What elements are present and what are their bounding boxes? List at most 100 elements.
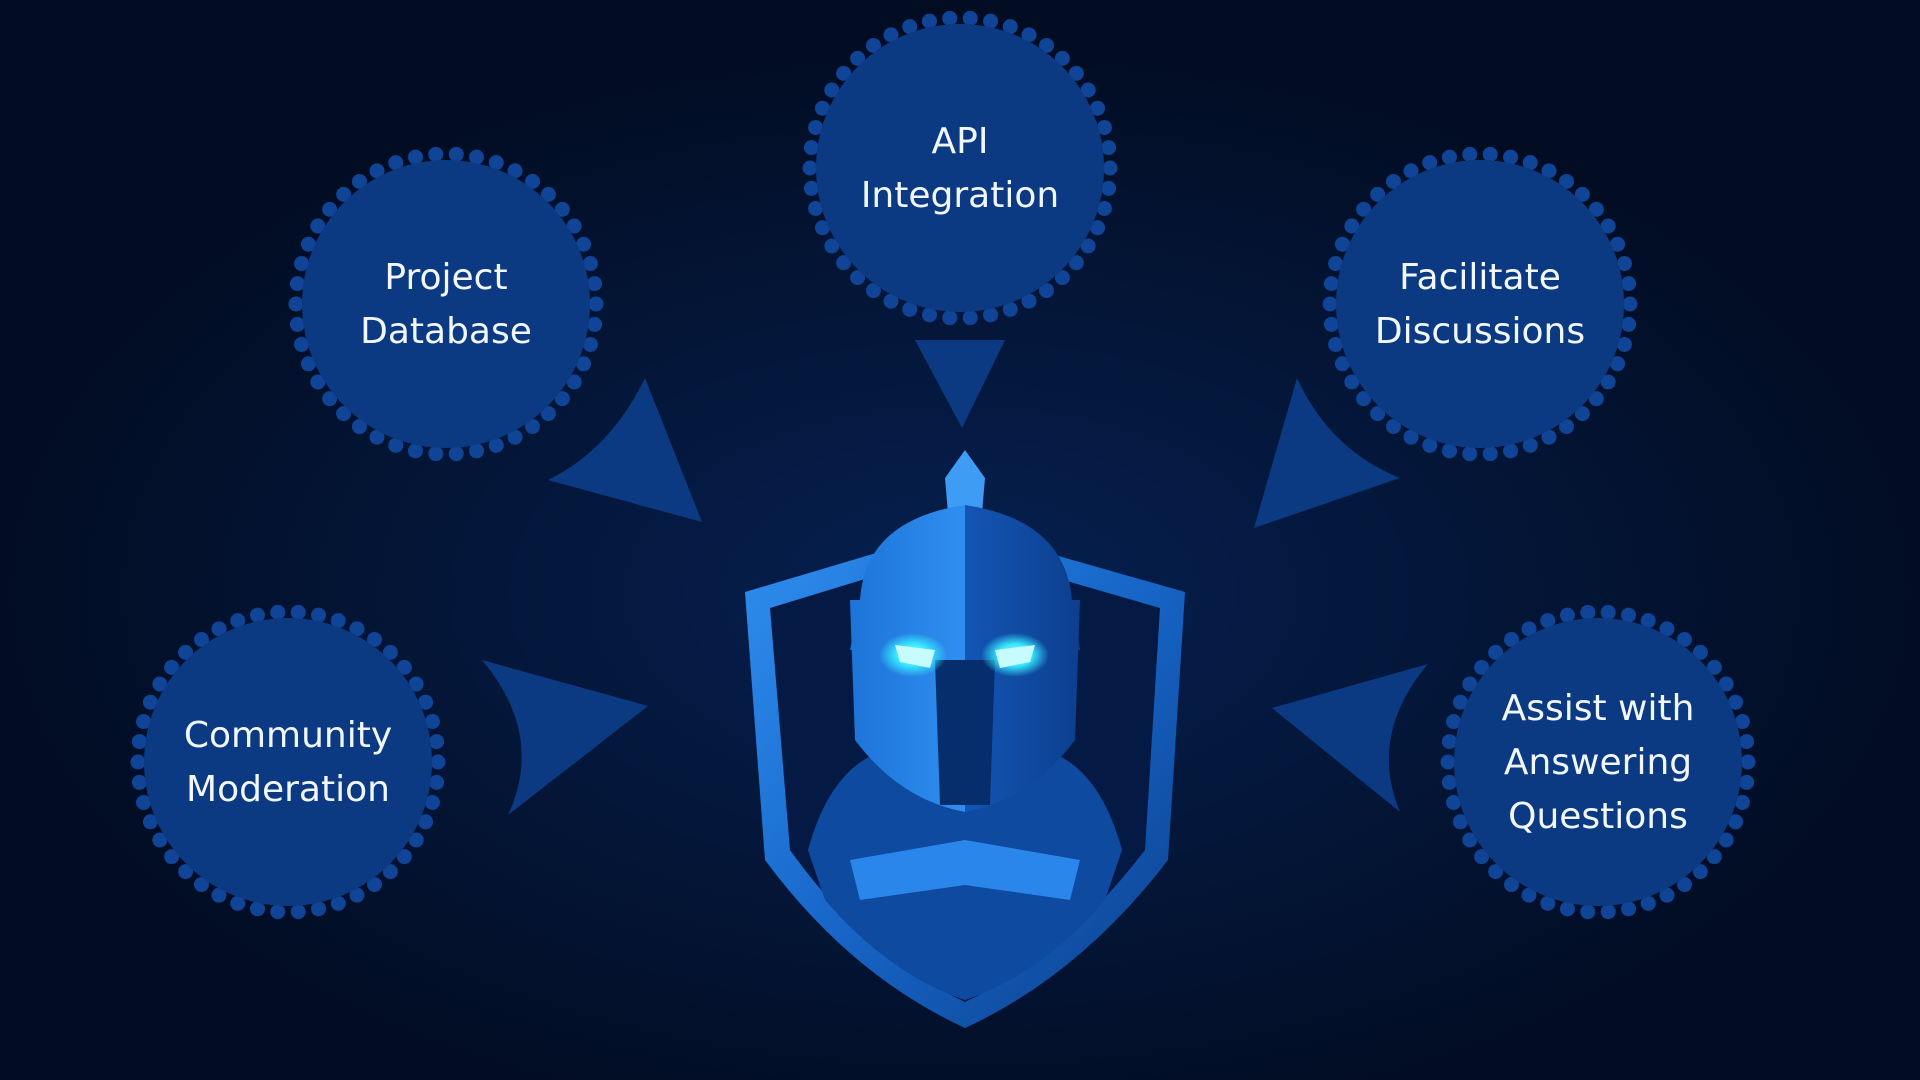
node-ring-dot bbox=[1503, 631, 1519, 647]
node-ring-dot bbox=[1385, 173, 1401, 189]
node-circle bbox=[144, 618, 432, 906]
node-ring-dot bbox=[1090, 100, 1106, 116]
node-ring-dot bbox=[588, 296, 604, 312]
node-label: Integration bbox=[861, 175, 1059, 216]
node-ring-dot bbox=[396, 849, 412, 865]
node-ring-dot bbox=[540, 406, 556, 422]
node-ring-dot bbox=[1462, 832, 1478, 848]
node-ring-dot bbox=[1474, 849, 1490, 865]
node-ring-dot bbox=[865, 283, 881, 299]
node-ring-dot bbox=[1322, 296, 1338, 312]
node-ring-dot bbox=[1734, 794, 1750, 810]
node-ring-dot bbox=[921, 13, 937, 29]
node-ring-dot bbox=[1739, 774, 1755, 790]
node-ring-dot bbox=[1677, 631, 1693, 647]
node-ring-dot bbox=[152, 832, 168, 848]
node-ring-dot bbox=[1580, 904, 1596, 920]
node-ring-dot bbox=[1403, 429, 1419, 445]
node-ring-dot bbox=[1734, 714, 1750, 730]
node-ring-dot bbox=[1440, 754, 1456, 770]
node-ring-dot bbox=[270, 604, 286, 620]
node-ring-dot bbox=[1482, 446, 1498, 462]
node-ring-dot bbox=[1728, 814, 1744, 830]
node-ring-dot bbox=[1462, 676, 1478, 692]
node-ring-dot bbox=[1588, 201, 1604, 217]
node-ring-dot bbox=[1739, 734, 1755, 750]
node-ring-dot bbox=[369, 163, 385, 179]
node-ring-dot bbox=[152, 676, 168, 692]
node-ring-dot bbox=[1370, 186, 1386, 202]
node-ring-dot bbox=[1621, 316, 1637, 332]
left-eye bbox=[895, 645, 935, 668]
node-ring-dot bbox=[300, 236, 316, 252]
node-ring-dot bbox=[1441, 149, 1457, 165]
node-ring-dot bbox=[407, 443, 423, 459]
node-ring-dot bbox=[289, 276, 305, 292]
node-ring-dot bbox=[1021, 293, 1037, 309]
node-label: Database bbox=[360, 311, 532, 352]
node-ring-dot bbox=[1610, 236, 1626, 252]
node-ring-dot bbox=[367, 631, 383, 647]
node-ring-dot bbox=[131, 774, 147, 790]
node-ring-dot bbox=[1540, 895, 1556, 911]
node-ring-dot bbox=[803, 140, 819, 156]
node-ring-dot bbox=[1659, 621, 1675, 637]
node-ring-dot bbox=[507, 163, 523, 179]
node-ring-dot bbox=[1054, 50, 1070, 66]
node-ring-dot bbox=[1559, 419, 1575, 435]
node-ring-dot bbox=[1370, 406, 1386, 422]
node-label: Community bbox=[184, 715, 392, 756]
node-ring-dot bbox=[336, 186, 352, 202]
node-ring-dot bbox=[349, 887, 365, 903]
node-ring-dot bbox=[808, 120, 824, 136]
node-ring-dot bbox=[865, 37, 881, 53]
node-ring-dot bbox=[1488, 644, 1504, 660]
node-ring-dot bbox=[369, 429, 385, 445]
node-ring-dot bbox=[1441, 774, 1457, 790]
node-ring-dot bbox=[322, 391, 338, 407]
node-ring-dot bbox=[1541, 163, 1557, 179]
node-ring-dot bbox=[290, 904, 306, 920]
node-ring-dot bbox=[428, 146, 444, 162]
node-ring-dot bbox=[566, 218, 582, 234]
node-ring-dot bbox=[983, 13, 999, 29]
node-ring-dot bbox=[1718, 832, 1734, 848]
node-ring-dot bbox=[962, 10, 978, 26]
node-ring-dot bbox=[1068, 65, 1084, 81]
node-ring-dot bbox=[1600, 604, 1616, 620]
node-ring-dot bbox=[407, 149, 423, 165]
node-ring-dot bbox=[1334, 356, 1350, 372]
node-ring-dot bbox=[1446, 794, 1462, 810]
node-ring-dot bbox=[336, 406, 352, 422]
node-ring-dot bbox=[554, 201, 570, 217]
node-ring-dot bbox=[382, 864, 398, 880]
node-ring-dot bbox=[1588, 391, 1604, 407]
node-ring-dot bbox=[311, 607, 327, 623]
node-ring-dot bbox=[1610, 356, 1626, 372]
node-ring-dot bbox=[836, 255, 852, 271]
node-ring-dot bbox=[290, 604, 306, 620]
node-ring-dot bbox=[814, 220, 830, 236]
node-ring-dot bbox=[836, 65, 852, 81]
node-ring-dot bbox=[193, 877, 209, 893]
node-ring-dot bbox=[824, 238, 840, 254]
node-ring-dot bbox=[587, 276, 603, 292]
node-ring-dot bbox=[131, 734, 147, 750]
knight-shield-icon bbox=[745, 450, 1185, 1028]
node-ring-dot bbox=[883, 293, 899, 309]
node-ring-dot bbox=[1600, 374, 1616, 390]
node-ring-dot bbox=[1616, 336, 1632, 352]
node-ring-dot bbox=[1488, 864, 1504, 880]
node-ring-dot bbox=[1422, 155, 1438, 171]
node-ring-dot bbox=[300, 356, 316, 372]
node-ring-dot bbox=[1080, 238, 1096, 254]
node-ring-dot bbox=[1640, 613, 1656, 629]
node-ring-dot bbox=[418, 694, 434, 710]
node-ring-dot bbox=[430, 754, 446, 770]
node-ring-dot bbox=[1403, 163, 1419, 179]
node-ring-dot bbox=[525, 419, 541, 435]
node-ring-dot bbox=[429, 774, 445, 790]
node-ring-dot bbox=[1452, 694, 1468, 710]
